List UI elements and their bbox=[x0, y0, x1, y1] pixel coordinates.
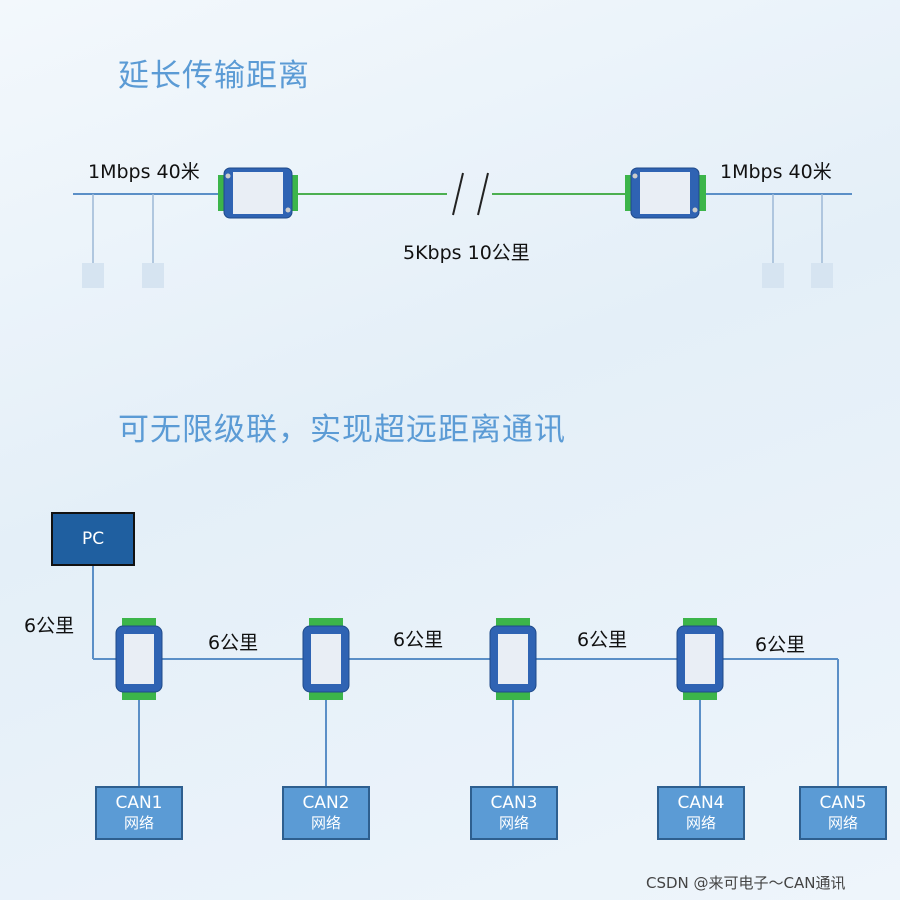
break-mark-2 bbox=[477, 172, 489, 216]
left-nodes bbox=[82, 194, 164, 288]
break-mark-1 bbox=[452, 172, 464, 216]
pc-box: PC bbox=[51, 512, 135, 566]
bridge-device-right bbox=[625, 167, 706, 219]
network-sub: 网络 bbox=[310, 814, 341, 832]
bridge-device-1 bbox=[115, 618, 163, 700]
can4-network-box: CAN4 网络 bbox=[657, 786, 745, 840]
bridge-device-3 bbox=[489, 618, 537, 700]
bridge-device-2 bbox=[302, 618, 350, 700]
can5-network-box: CAN5 网络 bbox=[799, 786, 887, 840]
network-sub: 网络 bbox=[685, 814, 716, 832]
network-name: CAN1 bbox=[115, 793, 163, 813]
node-box bbox=[142, 263, 164, 288]
segment-distance-3: 6公里 bbox=[577, 629, 628, 651]
right-nodes bbox=[762, 194, 833, 288]
section2-title: 可无限级联，实现超远距离通讯 bbox=[118, 412, 566, 448]
bridge-device-left bbox=[218, 167, 298, 219]
network-name: CAN5 bbox=[819, 793, 867, 813]
segment-distance-1: 6公里 bbox=[208, 632, 259, 654]
network-name: CAN4 bbox=[677, 793, 725, 813]
right-bus-rate: 1Mbps 40米 bbox=[720, 161, 832, 183]
node-box bbox=[811, 263, 833, 288]
segment-distance-4: 6公里 bbox=[755, 634, 806, 656]
pc-label: PC bbox=[81, 529, 105, 549]
can1-network-box: CAN1 网络 bbox=[95, 786, 183, 840]
node-box bbox=[762, 263, 784, 288]
network-sub: 网络 bbox=[498, 814, 529, 832]
left-bus-rate: 1Mbps 40米 bbox=[88, 161, 200, 183]
section1-title: 延长传输距离 bbox=[118, 58, 310, 94]
can2-network-box: CAN2 网络 bbox=[282, 786, 370, 840]
pc-distance: 6公里 bbox=[24, 615, 75, 637]
network-name: CAN3 bbox=[490, 793, 538, 813]
node-box bbox=[82, 263, 104, 288]
network-name: CAN2 bbox=[302, 793, 350, 813]
bridge-device-4 bbox=[676, 618, 724, 700]
network-sub: 网络 bbox=[827, 814, 858, 832]
segment-distance-2: 6公里 bbox=[393, 629, 444, 651]
network-sub: 网络 bbox=[123, 814, 154, 832]
can3-network-box: CAN3 网络 bbox=[470, 786, 558, 840]
watermark: CSDN @来可电子～CAN通讯 bbox=[646, 874, 846, 892]
fiber-rate: 5Kbps 10公里 bbox=[403, 242, 530, 264]
